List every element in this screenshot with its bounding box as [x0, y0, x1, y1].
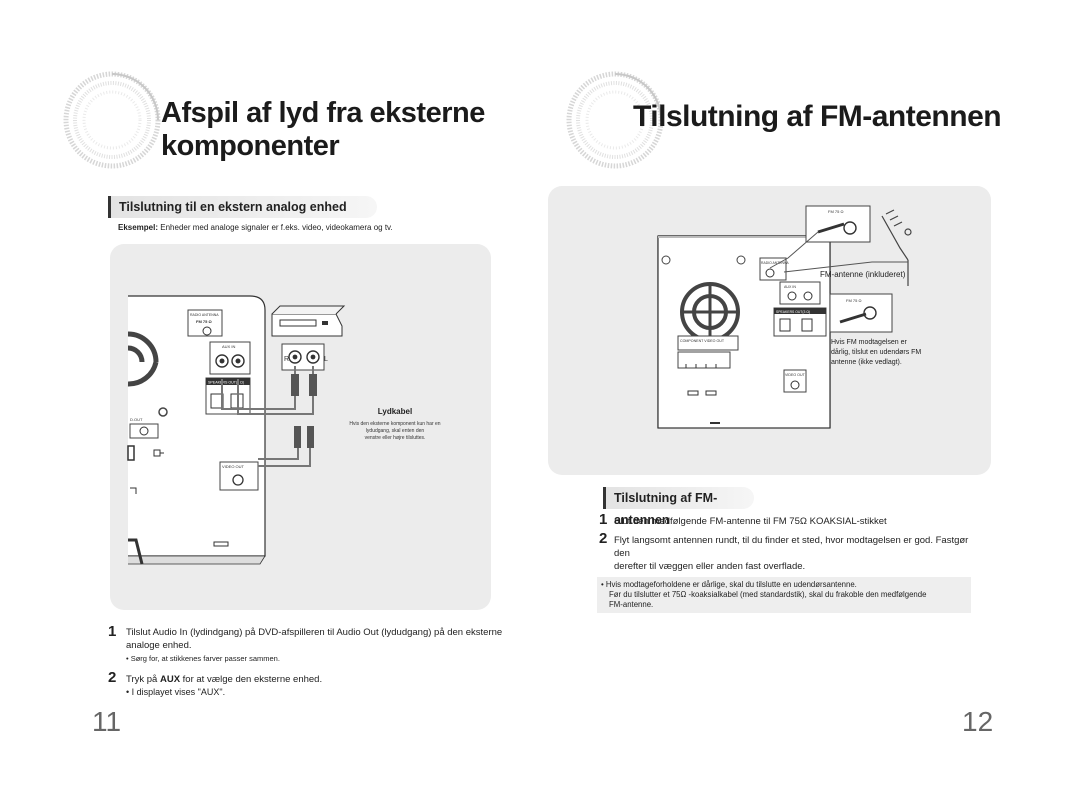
fm-note-3: antenne (ikke vedlagt). [831, 359, 902, 366]
component-video-out-label: COMPONENT VIDEO OUT [680, 339, 725, 343]
external-device-icon [271, 305, 346, 337]
fm75-label: FM 75 Ω [196, 319, 212, 324]
step-1-text: Tilslut Audio In (lydindgang) på DVD-afs… [126, 626, 506, 664]
external-device-connection-diagram: RADIO ANTENNA FM 75 Ω AUX IN SPEAKERS OU… [127, 295, 441, 565]
page-number: 12 [962, 706, 994, 737]
step-number: 1 [108, 623, 117, 640]
radio-antenna-label: RADIO ANTENNA [190, 313, 219, 317]
fm-included-label: FM-antenne (inkluderet) [820, 270, 906, 279]
title-decoration-icon [566, 71, 664, 169]
video-out-label: VIDEO OUT [785, 373, 806, 377]
step-2-text: Tryk på AUX for at vælge den eksterne en… [126, 673, 506, 699]
page-title-line2: komponenter [161, 130, 340, 162]
example-text: Enheder med analoge signaler er f.eks. v… [158, 223, 393, 232]
step-number: 1 [599, 511, 608, 528]
section-heading: Tilslutning af FM-antennen [603, 487, 754, 527]
fm-step-1-text: Slut den medfølgende FM-antenne til FM 7… [614, 516, 887, 527]
section-heading: Tilslutning til en ekstern analog enhed [108, 196, 377, 218]
aux-in-label: AUX IN [222, 344, 235, 349]
step-2-bullet: • I displayet vises "AUX". [126, 687, 226, 697]
aux-in-label: AUX IN [784, 285, 796, 289]
cable-note-2: lydudgang, skal enten den [366, 428, 425, 434]
fm-note-line2: Før du tilslutter et 75Ω -koaksialkabel … [609, 590, 927, 599]
fm-note-text: • Hvis modtageforholdene er dårlige, ska… [601, 580, 971, 610]
l-label: L [324, 356, 328, 363]
step-number: 2 [599, 530, 608, 547]
fm-note-2: dårlig, tilslut en udendørs FM [831, 348, 921, 356]
page-title: Tilslutning af FM-antennen [633, 100, 1002, 133]
cable-note-3: venstre eller højre tilsluttes. [365, 435, 426, 441]
fm-step-2-text: Flyt langsomt antennen rundt, til du fin… [614, 534, 974, 573]
r-label: R [284, 356, 289, 363]
fm75-label-top: FM 75 Ω [828, 209, 843, 214]
fm-note-line1: • Hvis modtageforholdene er dårlige, ska… [601, 580, 857, 589]
page-number: 11 [92, 706, 122, 737]
step-2-line1: Tryk på AUX for at vælge den eksterne en… [126, 674, 323, 685]
step-1-bullet: • Sørg for, at stikkenes farver passer s… [126, 654, 280, 663]
fan-grill-icon [680, 282, 740, 342]
fm-note-1: Hvis FM modtagelsen er [831, 339, 908, 346]
page-title-line1: Afspil af lyd fra eksterne [161, 97, 485, 129]
video-out-label: VIDEO OUT [222, 464, 245, 469]
fm-antenna-connection-diagram: RADIO ANTENNA AUX IN SPEAKERS OUT(3 Ω) C… [657, 205, 921, 429]
d-out-label: D.OUT [130, 417, 143, 422]
cable-title: Lydkabel [378, 407, 412, 416]
fm-note-box [597, 577, 971, 613]
speakers-out-label: SPEAKERS OUT(3 Ω) [208, 381, 244, 385]
title-decoration-icon [63, 71, 161, 169]
step-1-line1: Tilslut Audio In (lydindgang) på DVD-afs… [126, 627, 503, 638]
fm-note-line3: FM-antenne. [609, 600, 654, 609]
fm-step-2-line1: Flyt langsomt antennen rundt, til du fin… [614, 535, 969, 559]
example-label: Eksempel: [118, 223, 159, 232]
antenna-icon [881, 209, 912, 286]
fm-step-2-line2: derefter til væggen eller anden fast ove… [614, 561, 806, 572]
radio-antenna-label: RADIO ANTENNA [761, 261, 789, 265]
fm75-label-bottom: FM 75 Ω [846, 298, 861, 303]
example-line: Eksempel: Enheder med analoge signaler e… [118, 222, 393, 233]
step-number: 2 [108, 669, 117, 686]
fan-grill-icon [127, 331, 159, 387]
speakers-out-label: SPEAKERS OUT(3 Ω) [776, 310, 810, 314]
step-1-line2: analoge enhed. [126, 640, 192, 651]
cable-note-1: Hvis den eksterne komponent kun har en [349, 421, 440, 427]
